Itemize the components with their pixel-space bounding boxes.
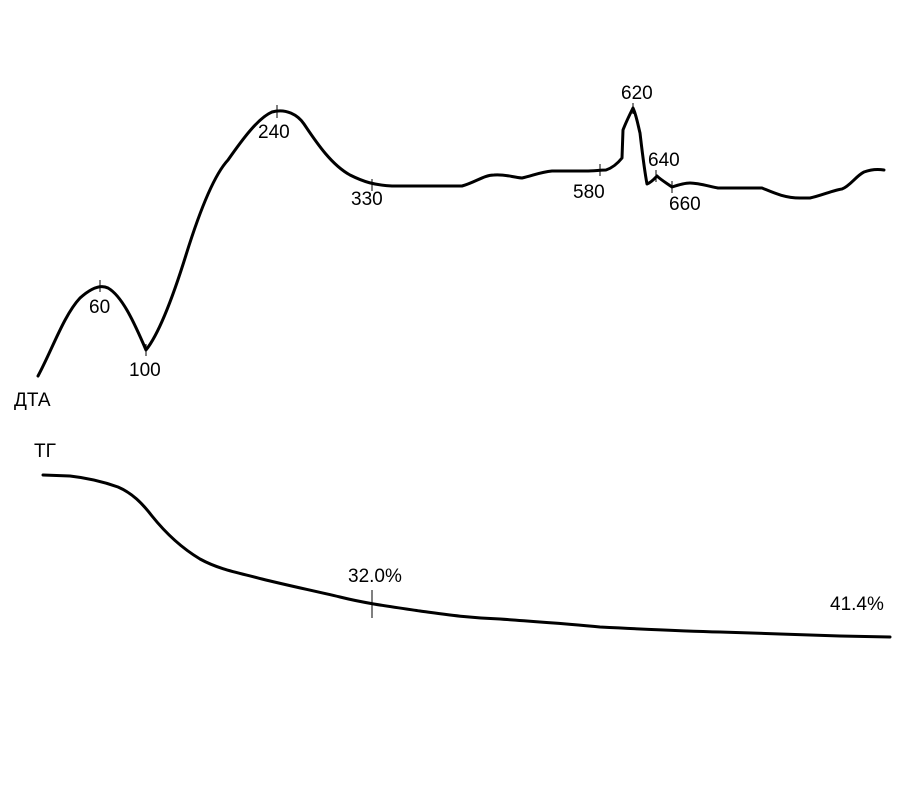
tg-label-41: 41.4% xyxy=(830,594,884,615)
dta-curve xyxy=(36,106,886,378)
tg-label-32: 32.0% xyxy=(348,566,402,587)
dta-label-640: 640 xyxy=(648,150,680,171)
dta-label-660: 660 xyxy=(669,194,701,215)
dta-label-620: 620 xyxy=(621,83,653,104)
dta-label-330: 330 xyxy=(351,189,383,210)
dta-series-label: ДТА xyxy=(14,390,51,411)
dta-label-240: 240 xyxy=(258,122,290,143)
dta-label-100: 100 xyxy=(129,360,161,381)
tg-curve xyxy=(41,473,892,639)
dta-label-580: 580 xyxy=(573,182,605,203)
tg-series-label: ТГ xyxy=(34,441,56,462)
dta-label-60: 60 xyxy=(89,297,110,318)
